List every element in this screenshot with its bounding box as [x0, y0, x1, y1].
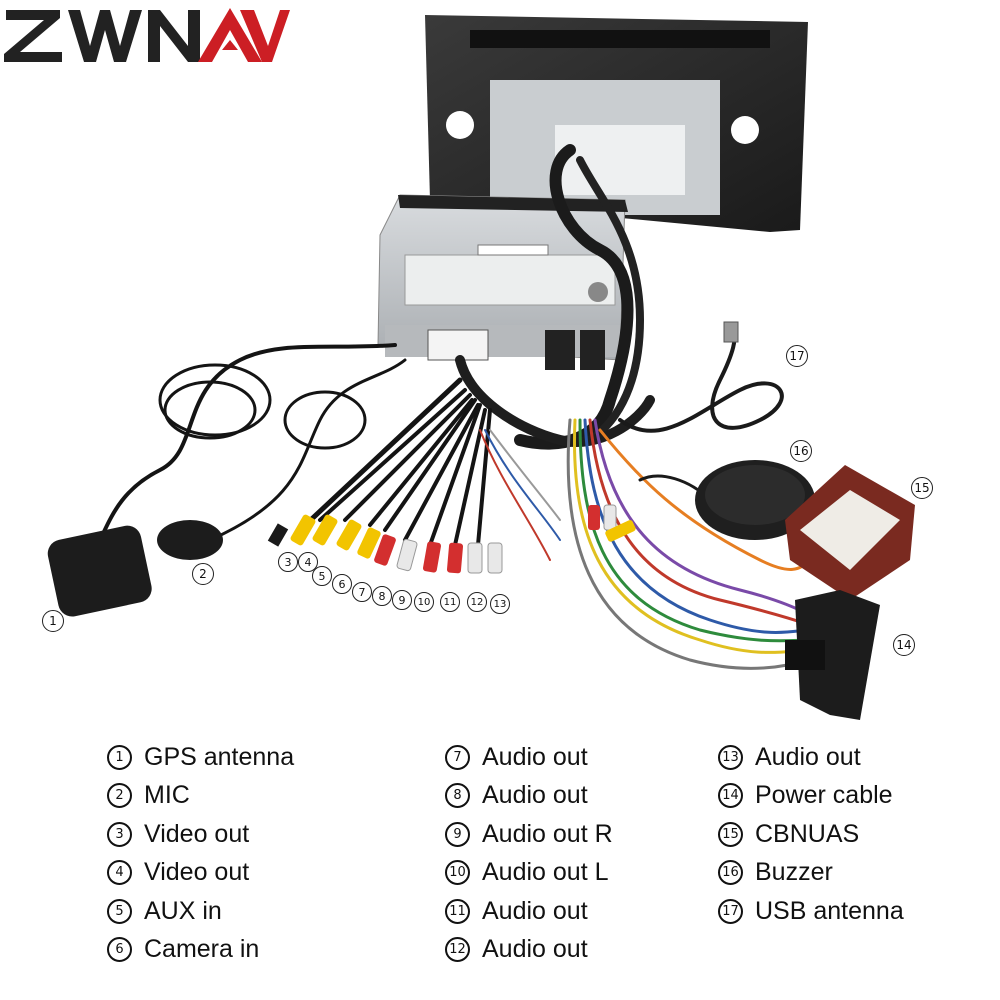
callout-8: 8 [372, 586, 392, 606]
head-unit-chassis [377, 194, 628, 370]
number-badge: 5 [107, 898, 132, 924]
legend-item: 4 Video out [107, 854, 294, 893]
legend-label: Video out [144, 858, 250, 887]
legend-item: 2 MIC [107, 777, 294, 816]
legend-item: 13 Audio out [718, 738, 904, 777]
cable-bundle [98, 144, 812, 670]
legend-label: CBNUAS [755, 819, 860, 848]
usb-plug [723, 321, 739, 343]
legend-label: GPS antenna [144, 742, 295, 771]
legend-label: Audio out [755, 742, 861, 771]
zwnav-logo [4, 8, 290, 62]
number-badge: 15 [718, 821, 743, 847]
callout-2: 2 [192, 563, 214, 585]
power-connector [785, 590, 880, 720]
legend-label: Audio out [482, 742, 588, 771]
legend-item: 11 Audio out [445, 892, 613, 931]
number-badge: 1 [107, 744, 132, 770]
number-badge: 16 [718, 860, 743, 886]
number-badge: 13 [718, 744, 743, 770]
legend-item: 7 Audio out [445, 738, 613, 777]
number-badge: 11 [445, 898, 470, 924]
legend-item: 16 Buzzer [718, 854, 904, 893]
legend-label: Audio out [482, 935, 588, 964]
callout-9: 9 [392, 590, 412, 610]
callout-4: 4 [298, 552, 318, 572]
product-photo [47, 15, 915, 720]
legend-label: Camera in [144, 935, 260, 964]
legend-item: 9 Audio out R [445, 815, 613, 854]
buzzer [695, 460, 815, 540]
callout-3: 3 [278, 552, 298, 572]
number-badge: 6 [107, 937, 132, 963]
number-badge: 8 [445, 783, 470, 809]
legend-label: Audio out [482, 781, 588, 810]
legend-label: Video out [144, 819, 250, 848]
number-badge: 14 [718, 783, 743, 809]
legend-label: Buzzer [755, 858, 833, 887]
callout-16: 16 [790, 440, 812, 462]
number-badge: 3 [107, 821, 132, 847]
legend-item: 12 Audio out [445, 931, 613, 970]
legend-item: 15 CBNUAS [718, 815, 904, 854]
gps-antenna [47, 525, 152, 617]
legend-label: AUX in [144, 896, 222, 925]
callout-13: 13 [490, 594, 510, 614]
number-badge: 12 [445, 937, 470, 963]
legend-column-3: 13 Audio out 14 Power cable 15 CBNUAS 16 Buz… [718, 738, 904, 931]
legend-label: MIC [144, 781, 190, 810]
number-badge: 10 [445, 860, 470, 886]
callout-17: 17 [786, 345, 808, 367]
legend-item: 17 USB antenna [718, 892, 904, 931]
callout-6: 6 [332, 574, 352, 594]
callout-15: 15 [911, 477, 933, 499]
legend-item: 14 Power cable [718, 777, 904, 816]
legend-label: Power cable [755, 781, 893, 810]
legend-label: Audio out R [482, 819, 613, 848]
callout-7: 7 [352, 582, 372, 602]
legend-item: 10 Audio out L [445, 854, 613, 893]
canbus-box [785, 465, 915, 600]
legend-item: 6 Camera in [107, 931, 294, 970]
number-badge: 2 [107, 783, 132, 809]
callout-10: 10 [414, 592, 434, 612]
legend-label: Audio out L [482, 858, 609, 887]
callout-14: 14 [893, 634, 915, 656]
legend-item: 3 Video out [107, 815, 294, 854]
legend-label: Audio out [482, 896, 588, 925]
legend-item: 8 Audio out [445, 777, 613, 816]
legend-item: 1 GPS antenna [107, 738, 294, 777]
callout-5: 5 [312, 566, 332, 586]
rca-plugs [267, 504, 636, 574]
number-badge: 4 [107, 860, 132, 886]
number-badge: 7 [445, 744, 470, 770]
legend-item: 5 AUX in [107, 892, 294, 931]
mic-unit [157, 520, 223, 560]
number-badge: 9 [445, 821, 470, 847]
callout-1: 1 [42, 610, 64, 632]
callout-12: 12 [467, 592, 487, 612]
callout-11: 11 [440, 592, 460, 612]
number-badge: 17 [718, 898, 743, 924]
legend-label: USB antenna [755, 896, 904, 925]
